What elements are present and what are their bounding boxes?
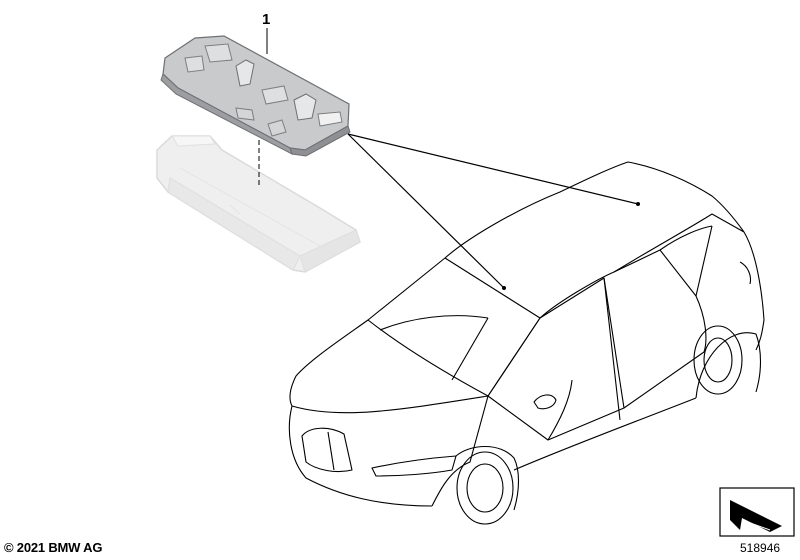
ghost-housing-part <box>156 135 361 273</box>
diagram-number: 518946 <box>740 541 781 555</box>
control-module-part[interactable] <box>160 35 351 157</box>
view-direction-arrow-icon <box>719 487 795 537</box>
vehicle-outline <box>288 161 765 525</box>
location-point-rear <box>636 202 640 206</box>
callout-label-1: 1 <box>262 11 271 28</box>
location-point-front <box>502 286 506 290</box>
copyright-text: © 2021 BMW AG <box>4 540 103 555</box>
location-leaders <box>347 133 639 289</box>
